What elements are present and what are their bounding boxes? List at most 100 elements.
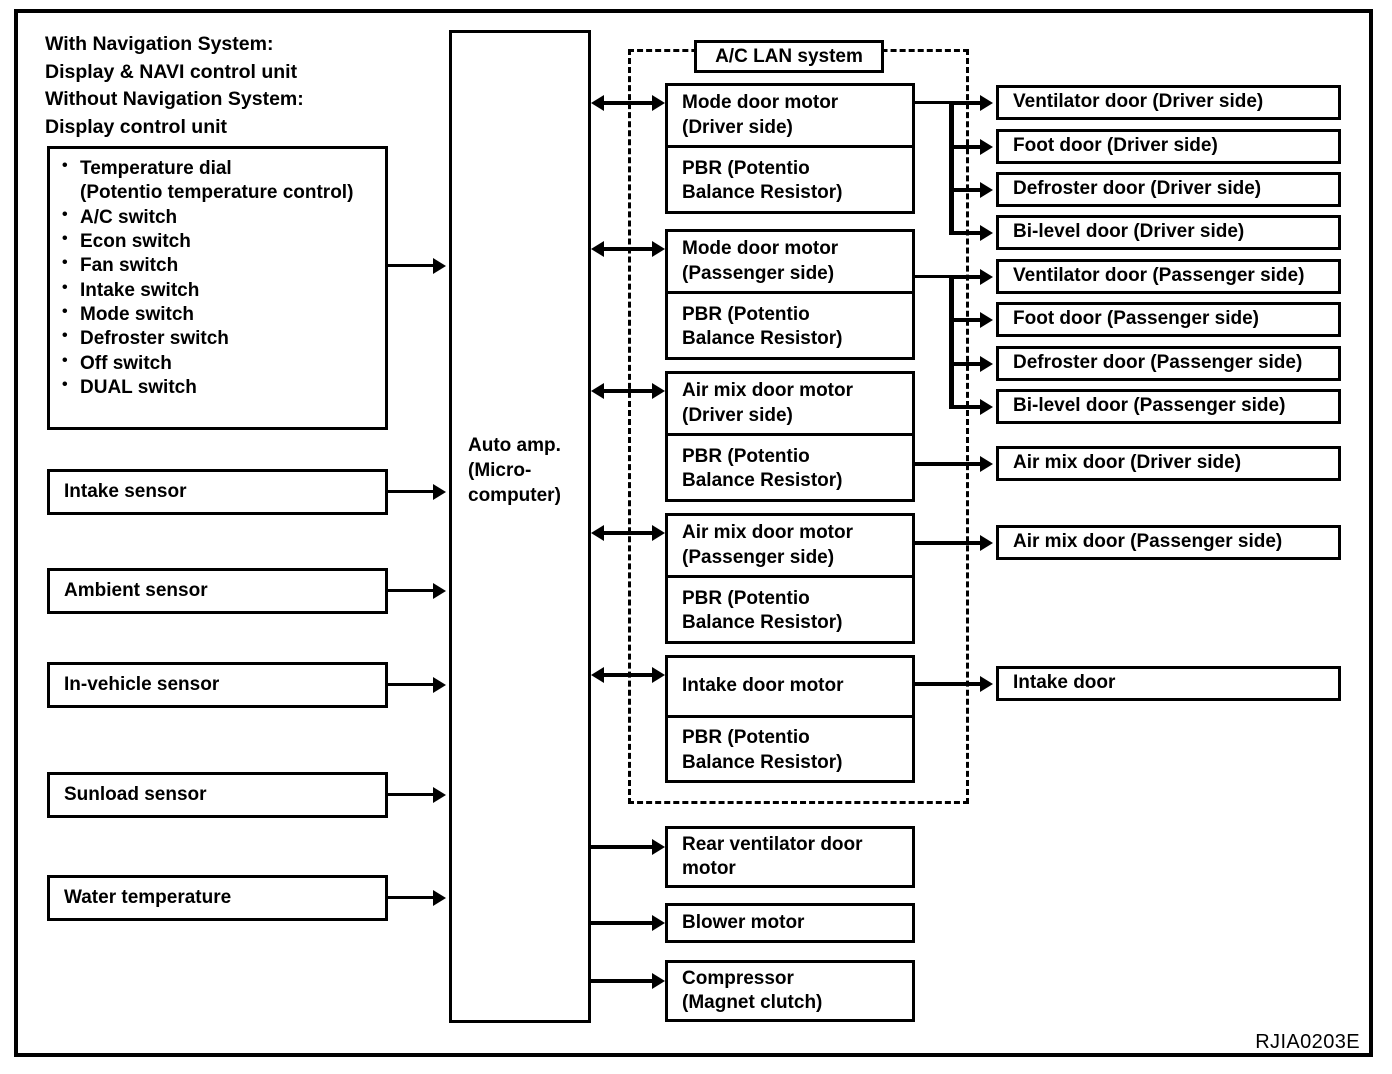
connector-branch xyxy=(949,231,985,235)
sensor-label: Intake sensor xyxy=(64,480,187,502)
sensor-box-sunload: Sunload sensor xyxy=(47,772,388,818)
connector-sensor-ambient xyxy=(388,589,436,592)
output-label: Rear ventilator door motor xyxy=(682,833,863,879)
pbr-label: PBR (Potentio Balance Resistor) xyxy=(682,587,843,633)
list-item: Temperature dial (Potentio temperature c… xyxy=(50,156,385,206)
list-item: A/C switch xyxy=(50,205,385,230)
list-item: Defroster switch xyxy=(50,326,385,351)
connector-branch xyxy=(949,275,985,279)
arrow-icon xyxy=(433,787,446,803)
motor-cell: Mode door motor (Driver side) xyxy=(668,86,912,148)
arrow-icon xyxy=(980,139,993,155)
actuator-box-intake-door: Intake door xyxy=(996,666,1341,701)
arrow-icon xyxy=(980,182,993,198)
connector-trunk-feed-driver xyxy=(914,101,954,104)
connector-sensor-water-temperature xyxy=(388,896,436,899)
motor-label: Air mix door motor (Driver side) xyxy=(682,380,854,426)
sensor-label: Sunload sensor xyxy=(64,783,207,805)
control-unit-note: With Navigation System: Display & NAVI c… xyxy=(45,33,304,139)
connector-air-mix-passenger xyxy=(914,541,985,545)
list-item: Mode switch xyxy=(50,302,385,327)
arrow-icon xyxy=(980,356,993,372)
arrow-icon xyxy=(652,525,665,541)
arrow-icon xyxy=(591,241,604,257)
arrow-icon xyxy=(433,677,446,693)
connector-branch xyxy=(949,405,985,409)
pbr-cell: PBR (Potentio Balance Resistor) xyxy=(668,148,912,214)
arrow-icon xyxy=(433,583,446,599)
connector-motor-mode-driver xyxy=(600,101,655,105)
arrow-icon xyxy=(591,525,604,541)
output-box-rear-ventilator-door-motor: Rear ventilator door motor xyxy=(665,826,915,888)
auto-amp-box: Auto amp. (Micro- computer) xyxy=(449,30,591,1023)
actuator-box-bi-level-door-driver: Bi-level door (Driver side) xyxy=(996,215,1341,250)
sensor-box-intake: Intake sensor xyxy=(47,469,388,515)
list-item: Intake switch xyxy=(50,278,385,303)
list-item: Econ switch xyxy=(50,229,385,254)
arrow-icon xyxy=(652,973,665,989)
motor-label: Air mix door motor (Passenger side) xyxy=(682,522,854,568)
sensor-box-ambient: Ambient sensor xyxy=(47,568,388,614)
arrow-icon xyxy=(980,399,993,415)
arrow-icon xyxy=(980,312,993,328)
connector-rear-ventilator xyxy=(591,845,655,849)
connector-compressor xyxy=(591,979,655,983)
connector-blower-motor xyxy=(591,921,655,925)
motor-label: Mode door motor (Driver side) xyxy=(682,92,839,138)
actuator-box-foot-door-passenger: Foot door (Passenger side) xyxy=(996,302,1341,337)
sensor-box-in-vehicle: In-vehicle sensor xyxy=(47,662,388,708)
arrow-icon xyxy=(652,667,665,683)
connector-branch xyxy=(949,188,985,192)
actuator-box-bi-level-door-passenger: Bi-level door (Passenger side) xyxy=(996,389,1341,424)
connector-branch xyxy=(949,362,985,366)
connector-sensor-intake xyxy=(388,490,436,493)
connector-branch xyxy=(949,318,985,322)
connector-intake-door xyxy=(914,682,985,686)
pbr-label: PBR (Potentio Balance Resistor) xyxy=(682,157,843,203)
motor-label: Mode door motor (Passenger side) xyxy=(682,238,839,284)
motor-group-air-mix-driver: Air mix door motor (Driver side) PBR (Po… xyxy=(665,371,915,502)
arrow-icon xyxy=(591,383,604,399)
motor-label: Intake door motor xyxy=(682,675,844,697)
motor-group-intake-door: Intake door motor PBR (Potentio Balance … xyxy=(665,655,915,783)
pbr-label: PBR (Potentio Balance Resistor) xyxy=(682,303,843,349)
ac-lan-system-label: A/C LAN system xyxy=(694,40,884,73)
motor-group-mode-door-driver: Mode door motor (Driver side) PBR (Poten… xyxy=(665,83,915,214)
connector-control-unit xyxy=(388,264,436,267)
output-box-blower-motor: Blower motor xyxy=(665,903,915,943)
actuator-box-ventilator-door-passenger: Ventilator door (Passenger side) xyxy=(996,259,1341,294)
actuator-label: Defroster door (Passenger side) xyxy=(1013,352,1303,374)
connector-motor-mode-passenger xyxy=(600,247,655,251)
connector-motor-intake-door xyxy=(600,673,655,677)
list-item: Off switch xyxy=(50,350,385,376)
actuator-label: Ventilator door (Passenger side) xyxy=(1013,265,1305,287)
output-box-compressor: Compressor (Magnet clutch) xyxy=(665,960,915,1022)
output-label: Compressor (Magnet clutch) xyxy=(682,967,823,1013)
pbr-cell: PBR (Potentio Balance Resistor) xyxy=(668,294,912,360)
arrow-icon xyxy=(591,667,604,683)
actuator-label: Bi-level door (Driver side) xyxy=(1013,221,1245,243)
actuator-label: Air mix door (Passenger side) xyxy=(1013,531,1283,553)
actuator-box-air-mix-door-driver: Air mix door (Driver side) xyxy=(996,446,1341,481)
connector-motor-air-mix-driver xyxy=(600,389,655,393)
pbr-cell: PBR (Potentio Balance Resistor) xyxy=(668,436,912,502)
list-item: DUAL switch xyxy=(50,375,385,400)
sensor-label: Ambient sensor xyxy=(64,579,208,601)
motor-cell: Intake door motor xyxy=(668,658,912,718)
sensor-label: In-vehicle sensor xyxy=(64,673,220,695)
actuator-label: Defroster door (Driver side) xyxy=(1013,178,1262,200)
arrow-icon xyxy=(433,484,446,500)
pbr-cell: PBR (Potentio Balance Resistor) xyxy=(668,718,912,783)
actuator-label: Foot door (Driver side) xyxy=(1013,135,1218,157)
actuator-box-defroster-door-driver: Defroster door (Driver side) xyxy=(996,172,1341,207)
actuator-box-ventilator-door-driver: Ventilator door (Driver side) xyxy=(996,85,1341,120)
connector-trunk-feed-passenger xyxy=(914,275,954,278)
arrow-icon xyxy=(980,535,993,551)
sensor-box-water-temperature: Water temperature xyxy=(47,875,388,921)
connector-sensor-sunload xyxy=(388,793,436,796)
arrow-icon xyxy=(433,890,446,906)
ac-lan-system-label-text: A/C LAN system xyxy=(715,45,863,67)
connector-trunk-driver xyxy=(949,101,954,232)
arrow-icon xyxy=(980,456,993,472)
motor-cell: Mode door motor (Passenger side) xyxy=(668,232,912,294)
